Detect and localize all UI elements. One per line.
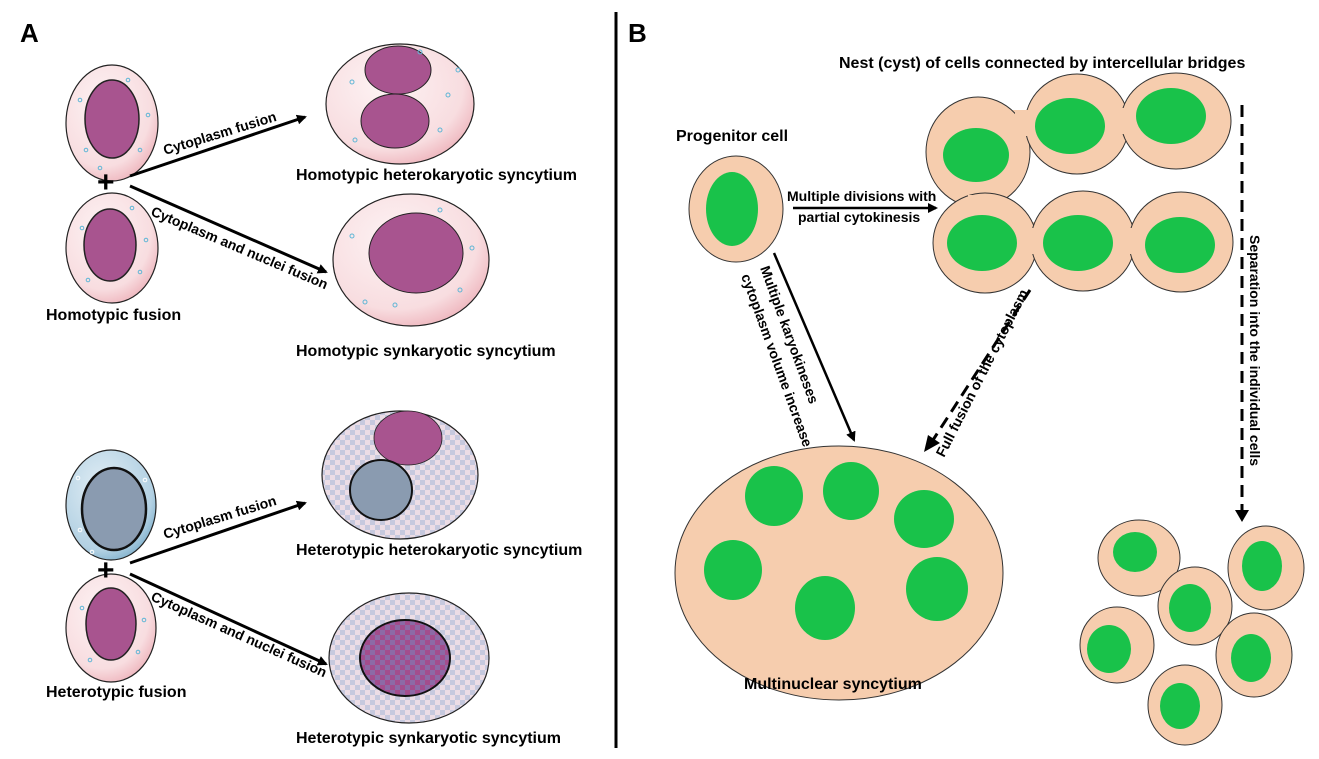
panel-a-letter: A — [20, 18, 39, 48]
divisions-label-line2: partial cytokinesis — [798, 209, 920, 225]
heterotypic-fusion-label: Heterotypic fusion — [46, 684, 186, 701]
homotypic-synkaryotic-label: Homotypic synkaryotic syncytium — [296, 343, 556, 360]
homotypic-synkaryotic-cell — [332, 193, 490, 327]
nest-title: Nest (cyst) of cells connected by interc… — [839, 55, 1245, 72]
nest-cells — [925, 72, 1234, 294]
karyokineses-arrow — [772, 252, 856, 442]
heterotypic-heterokaryotic-cell — [321, 410, 479, 540]
homotypic-arrow-upper — [129, 114, 307, 178]
individual-cells — [1079, 519, 1305, 746]
homotypic-arrow-lower-label: Cytoplasm and nuclei fusion — [149, 203, 331, 292]
progenitor-cell — [688, 155, 784, 263]
heterotypic-arrow-upper — [129, 500, 307, 565]
homotypic-heterokaryotic-label: Homotypic heterokaryotic syncytium — [296, 167, 577, 184]
heterotypic-arrow-lower-label: Cytoplasm and nuclei fusion — [149, 588, 330, 680]
homotypic-arrow-lower — [129, 184, 328, 274]
progenitor-label: Progenitor cell — [676, 128, 788, 145]
heterotypic-cell-pink — [65, 573, 157, 683]
separation-arrowhead — [1235, 510, 1249, 522]
heterotypic-synkaryotic-cell — [328, 592, 490, 724]
heterotypic-cell-blue — [65, 449, 157, 561]
divisions-label-line1: Multiple divisions with — [787, 188, 936, 204]
full-fusion-arrowhead — [924, 435, 940, 452]
homotypic-fusion-label: Homotypic fusion — [46, 307, 181, 324]
homotypic-cell-upper — [65, 64, 159, 182]
full-fusion-arrow — [931, 289, 1032, 441]
separation-label: Separation into the individual cells — [1247, 235, 1263, 466]
heterotypic-synkaryotic-label: Heterotypic synkaryotic syncytium — [296, 730, 561, 747]
homotypic-plus: + — [97, 166, 115, 199]
homotypic-cell-lower — [65, 192, 159, 304]
heterotypic-arrow-lower — [129, 572, 328, 666]
heterotypic-heterokaryotic-label: Heterotypic heterokaryotic syncytium — [296, 542, 582, 559]
homotypic-heterokaryotic-cell — [325, 43, 475, 165]
syncytium-label: Multinuclear syncytium — [744, 676, 922, 693]
heterotypic-plus: + — [97, 554, 115, 587]
panel-b-letter: B — [628, 18, 647, 48]
full-fusion-label: Full fusion of the cytoplasm — [932, 286, 1031, 459]
multinuclear-syncytium — [674, 445, 1004, 701]
